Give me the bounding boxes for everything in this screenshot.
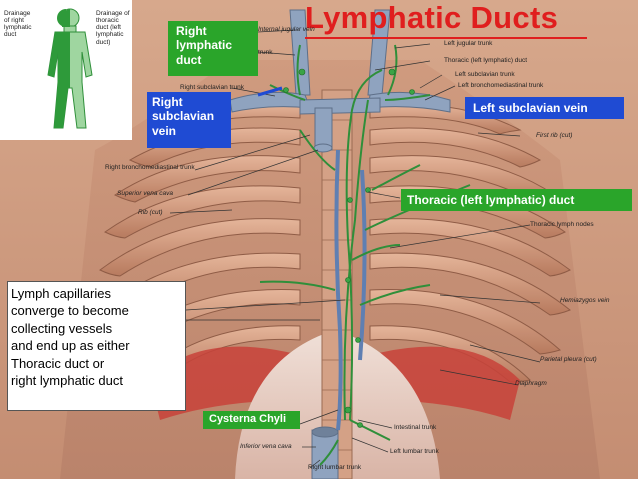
title-underline xyxy=(305,37,587,39)
inset-right-label: Drainage of thoracic duct (left lymphati… xyxy=(96,10,130,46)
label-hemiazygos-vein: Hemiazygos vein xyxy=(560,297,610,304)
inset-left-label: Drainage of right lymphatic duct xyxy=(4,10,32,39)
cisterna-chyli-box: Cysterna Chyli xyxy=(203,411,300,429)
body-figure-icon xyxy=(47,8,93,129)
lymph-capillaries-note: Lymph capillaries converge to become col… xyxy=(7,281,186,411)
label-right-jugular-trunk: trunk xyxy=(258,49,273,56)
right-diaphragm-muscle xyxy=(370,346,520,420)
label-right-subclavian-trunk: Right subclavian trunk xyxy=(180,84,244,91)
label-diaphragm: Diaphragm xyxy=(515,380,547,387)
label-first-rib: First rib (cut) xyxy=(536,132,573,139)
label-inferior-vena-cava: Inferior vena cava xyxy=(240,443,292,450)
label-intestinal-trunk: Intestinal trunk xyxy=(394,424,437,431)
lymph-nodes xyxy=(283,68,415,428)
label-left-lumbar-trunk: Left lumbar trunk xyxy=(390,448,439,455)
lymphatic-vessels xyxy=(259,44,471,466)
label-rib-cut: Rib (cut) xyxy=(138,209,163,216)
label-internal-jugular-vein: Internal jugular vein xyxy=(258,26,315,33)
label-thoracic-duct-top: Thoracic (left lymphatic) duct xyxy=(444,57,528,64)
page-title: Lymphatic Ducts xyxy=(305,0,559,35)
right-subclavian-vein-box: Right subclavian vein xyxy=(147,92,231,148)
label-left-subclavian-trunk: Left subclavian trunk xyxy=(455,71,515,78)
label-left-bronchomediastinal-trunk: Left bronchomediastinal trunk xyxy=(458,82,544,89)
drainage-inset: Drainage of right lymphatic duct Drainag… xyxy=(0,0,132,140)
right-lymphatic-duct-box: Right lymphatic duct xyxy=(168,21,258,76)
thoracic-duct-box: Thoracic (left lymphatic) duct xyxy=(401,189,632,211)
veins xyxy=(229,9,451,479)
label-right-lumbar-trunk: Right lumbar trunk xyxy=(308,464,362,471)
label-right-bronchomediastinal-trunk: Right bronchomediastinal trunk xyxy=(105,164,195,171)
label-parietal-pleura: Parietal pleura (cut) xyxy=(540,356,597,363)
left-diaphragm-muscle xyxy=(150,346,300,420)
subclavian-pointer xyxy=(257,86,283,97)
label-thoracic-lymph-nodes: Thoracic lymph nodes xyxy=(530,221,594,228)
leader-lines xyxy=(169,29,541,469)
left-subclavian-vein-box: Left subclavian vein xyxy=(465,97,624,119)
label-superior-vena-cava: Superior vena cava xyxy=(117,190,174,197)
label-left-jugular-trunk: Left jugular trunk xyxy=(444,40,493,47)
azygos-veins xyxy=(334,149,367,431)
